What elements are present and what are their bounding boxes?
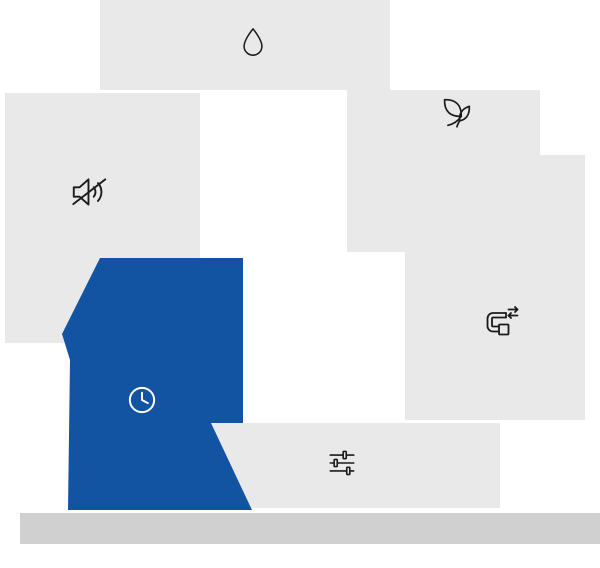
leaves-icon — [437, 94, 475, 132]
highlight-tile-timer[interactable] — [62, 258, 252, 510]
tile-connection[interactable] — [405, 155, 585, 420]
sliders-icon — [324, 445, 360, 481]
bottom-bar — [20, 513, 600, 544]
speaker-muted-icon — [68, 171, 110, 213]
water-drop-icon — [236, 25, 270, 59]
tile-options[interactable] — [210, 423, 500, 508]
tile-water[interactable] — [100, 0, 390, 90]
highlight-shape — [62, 258, 252, 510]
hose-swap-icon — [480, 302, 520, 342]
clock-icon — [124, 382, 160, 418]
